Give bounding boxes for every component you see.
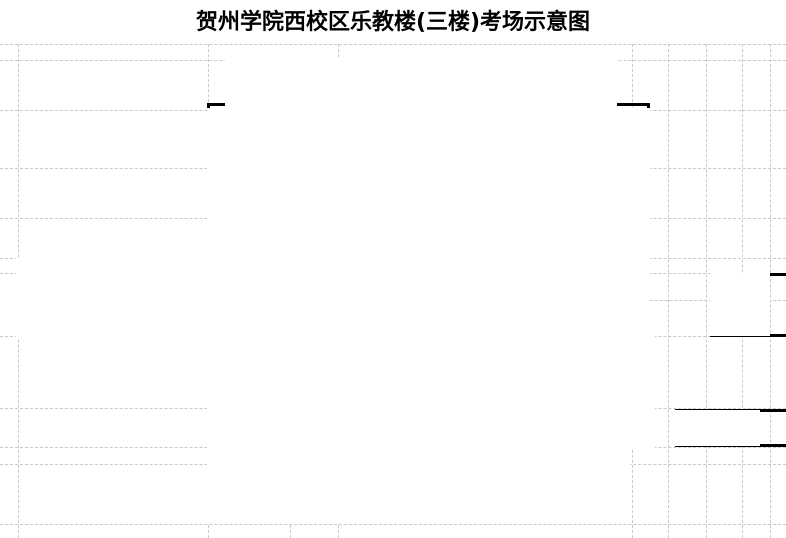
block-backing bbox=[207, 440, 630, 524]
page-title: 贺州学院西校区乐教楼(三楼)考场示意图 bbox=[195, 10, 591, 35]
block-backing bbox=[16, 258, 650, 338]
title-bar: 贺州学院西校区乐教楼(三楼)考场示意图 bbox=[0, 4, 786, 36]
block-backing bbox=[207, 108, 650, 260]
block-backing bbox=[207, 330, 655, 448]
block-backing bbox=[710, 273, 770, 336]
block-backing bbox=[675, 410, 760, 446]
block-backing bbox=[225, 58, 617, 110]
